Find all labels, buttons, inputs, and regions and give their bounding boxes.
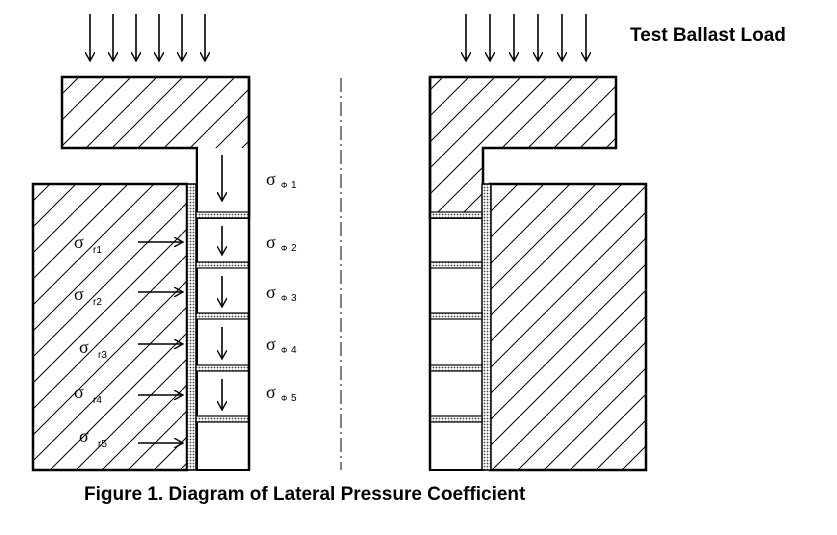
- sigma-r1-sub: r1: [93, 245, 102, 256]
- vertical-labels: σ Φ 1 σ Φ 2 σ Φ 3 σ Φ 4 σ Φ 5: [266, 169, 297, 404]
- sigma-phi1-symbol: σ: [266, 169, 276, 189]
- sigma-r3-sub: r3: [98, 350, 107, 361]
- sigma-phi1-sub: Φ: [281, 181, 287, 190]
- sigma-phi1-num: 1: [291, 180, 297, 191]
- sigma-r5-symbol: σ: [79, 426, 89, 446]
- sigma-phi4-sub: Φ: [281, 346, 287, 355]
- sigma-phi2-num: 2: [291, 243, 297, 254]
- sigma-r3-symbol: σ: [79, 337, 89, 357]
- sigma-phi5-num: 5: [291, 393, 297, 404]
- right-soil-block: [488, 182, 648, 472]
- sigma-phi4-num: 4: [291, 345, 297, 356]
- load-arrows-left: [90, 14, 205, 60]
- sigma-r4-sub: r4: [93, 395, 102, 406]
- sigma-phi4-symbol: σ: [266, 334, 276, 354]
- sigma-phi3-symbol: σ: [266, 282, 276, 302]
- radial-stress-arrows: [138, 242, 182, 443]
- radial-labels: σ r1 σ r2 σ r3 σ r4 σ r5: [74, 232, 107, 450]
- diagram-title: Test Ballast Load: [630, 25, 786, 46]
- sigma-phi3-num: 3: [291, 293, 297, 304]
- sigma-phi2-symbol: σ: [266, 232, 276, 252]
- sigma-phi5-symbol: σ: [266, 382, 276, 402]
- left-layer-separators: [195, 211, 250, 423]
- figure-caption: Figure 1. Diagram of Lateral Pressure Co…: [84, 484, 526, 505]
- left-membrane: [186, 183, 197, 471]
- sigma-r4-symbol: σ: [74, 382, 84, 402]
- left-soil-block: [31, 182, 189, 472]
- sigma-r5-sub: r5: [98, 439, 107, 450]
- sigma-phi2-sub: Φ: [281, 244, 287, 253]
- right-membrane: [481, 183, 492, 471]
- sigma-r2-sub: r2: [93, 297, 102, 308]
- sigma-r2-symbol: σ: [74, 284, 84, 304]
- sigma-phi3-sub: Φ: [281, 294, 287, 303]
- load-arrows-right: [466, 14, 586, 60]
- sigma-r1-symbol: σ: [74, 232, 84, 252]
- sigma-phi5-sub: Φ: [281, 394, 287, 403]
